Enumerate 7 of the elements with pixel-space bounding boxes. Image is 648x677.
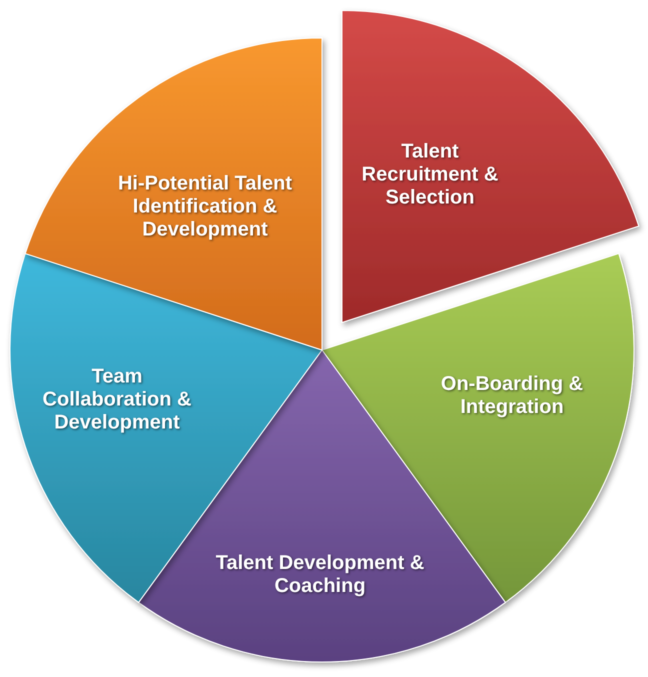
slice-label: Team Collaboration & Development [42, 366, 192, 434]
slice-label: Hi-Potential Talent Identification & Development [116, 172, 294, 242]
pie-slice [341, 10, 640, 323]
pie-slice [24, 38, 322, 350]
slice-label: Talent Recruitment & Selection [360, 140, 500, 210]
slice-label: On-Boarding & Integration [440, 373, 584, 419]
slice-label: Talent Development & Coaching [214, 552, 426, 598]
